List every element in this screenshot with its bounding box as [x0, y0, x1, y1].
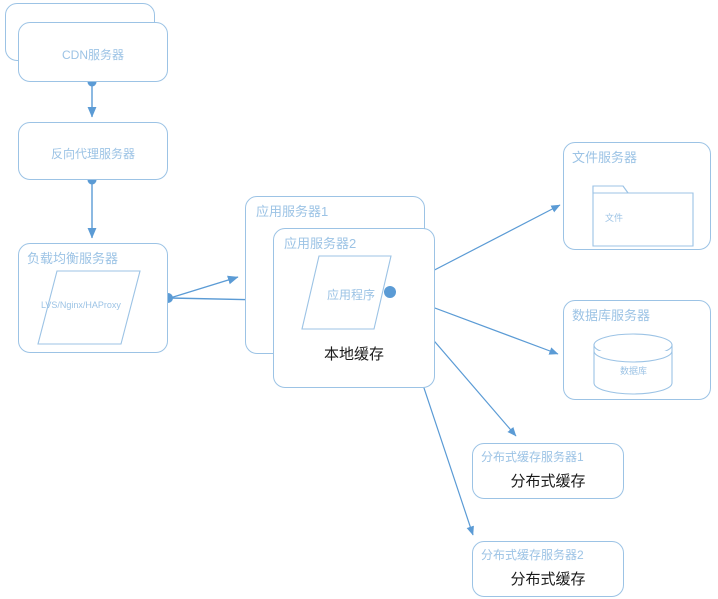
cdn-server-label: CDN服务器	[62, 48, 124, 62]
app-server-2-box[interactable]: 应用服务器2 应用程序 本地缓存	[273, 228, 435, 388]
application-process-shape	[301, 255, 392, 330]
app-server-1-label: 应用服务器1	[256, 204, 329, 219]
cache-server-1-label: 分布式缓存服务器1	[481, 450, 584, 464]
db-server-box[interactable]: 数据库服务器 数据库	[563, 300, 711, 400]
reverse-proxy-box[interactable]: 反向代理服务器	[18, 122, 168, 180]
cache-server-2-box[interactable]: 分布式缓存服务器2 分布式缓存	[472, 541, 624, 597]
load-balancer-inner-label: LVS/Nginx/HAProxy	[41, 300, 121, 310]
reverse-proxy-label: 反向代理服务器	[50, 147, 135, 161]
cache-server-1-inner-label: 分布式缓存	[510, 473, 586, 490]
database-cylinder-icon	[593, 333, 673, 395]
cache-server-2-label: 分布式缓存服务器2	[481, 548, 584, 562]
application-inner-label: 应用程序	[326, 288, 375, 302]
app-server-2-label: 应用服务器2	[284, 236, 357, 251]
load-balancer-box[interactable]: 负载均衡服务器 LVS/Nginx/HAProxy	[18, 243, 168, 353]
file-inner-label: 文件	[605, 213, 624, 223]
file-server-box[interactable]: 文件服务器 文件	[563, 142, 711, 250]
db-server-label: 数据库服务器	[572, 308, 651, 323]
file-server-label: 文件服务器	[572, 150, 638, 165]
cache-server-1-box[interactable]: 分布式缓存服务器1 分布式缓存	[472, 443, 624, 499]
cdn-server-box[interactable]: CDN服务器	[18, 22, 168, 82]
load-balancer-process-shape	[37, 270, 141, 345]
database-inner-label: 数据库	[620, 366, 648, 376]
local-cache-label: 本地缓存	[323, 346, 384, 363]
load-balancer-label: 负载均衡服务器	[27, 251, 119, 266]
cache-server-2-inner-label: 分布式缓存	[510, 571, 586, 588]
folder-icon	[592, 185, 694, 247]
